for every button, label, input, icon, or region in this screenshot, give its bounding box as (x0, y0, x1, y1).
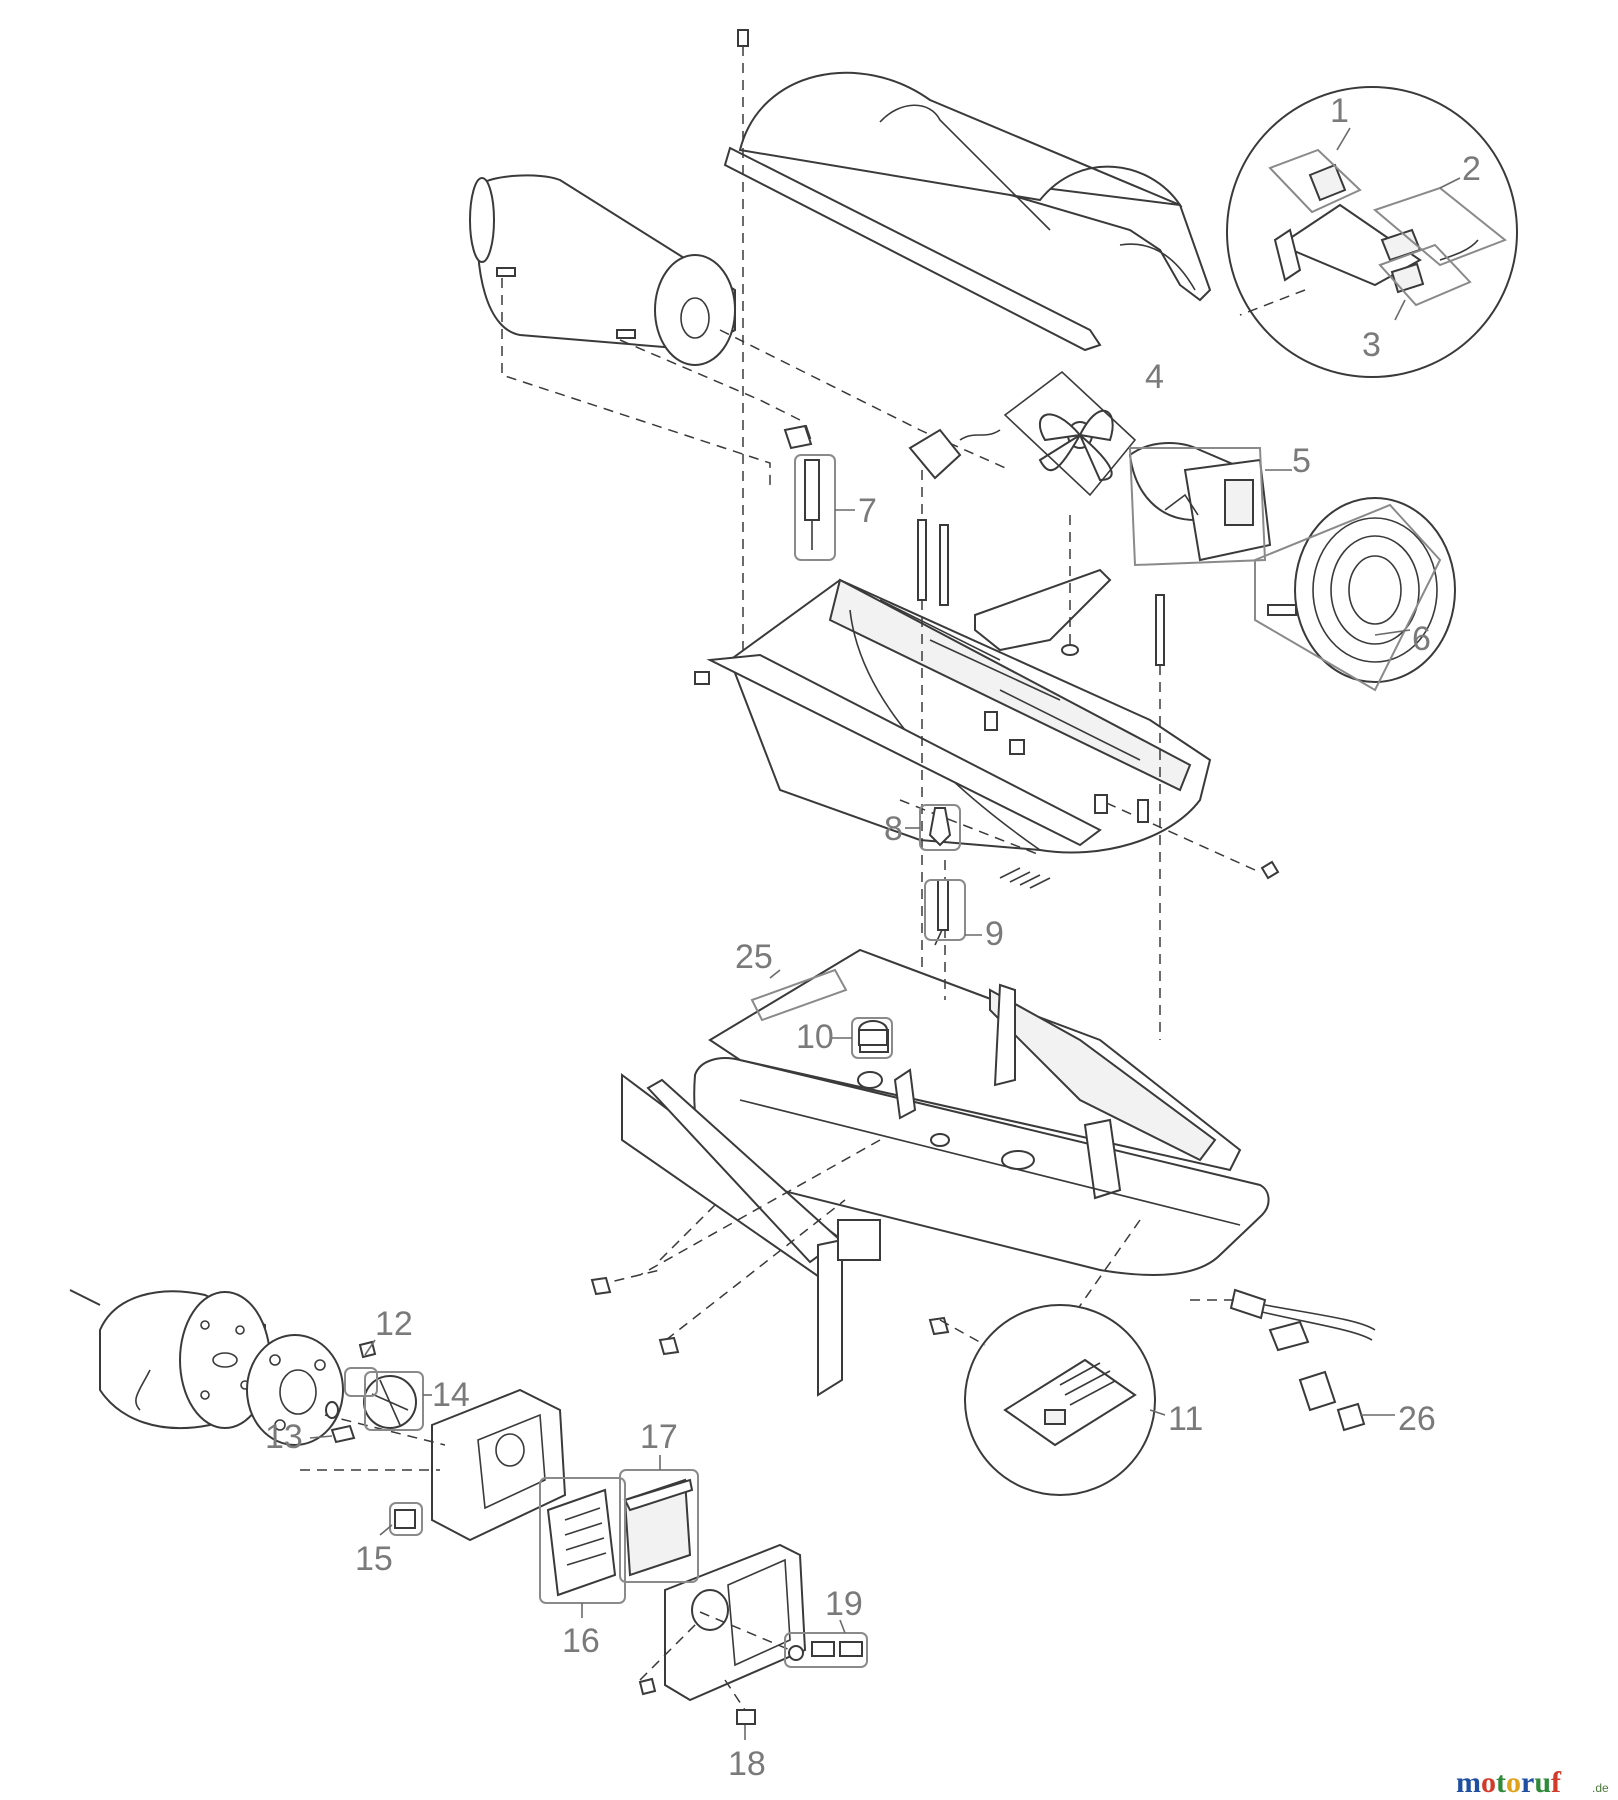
svg-text:11: 11 (1168, 1400, 1203, 1438)
callout-1: 1 (1268, 92, 1362, 214)
svg-text:3: 3 (1362, 326, 1381, 364)
callout-17: 17 (619, 1418, 699, 1583)
watermark-letter: f (1551, 1766, 1562, 1799)
svg-text:2: 2 (1462, 150, 1481, 188)
motor-bracket (974, 515, 1112, 656)
svg-text:7: 7 (858, 492, 877, 530)
motor-flange (246, 1334, 344, 1446)
svg-text:motoruf: motoruf (1456, 1766, 1562, 1799)
frame-nut-left (694, 671, 710, 685)
watermark-letter: m (1456, 1766, 1481, 1799)
callout-26: 26 (1360, 1400, 1436, 1438)
control-housing (300, 1388, 567, 1542)
svg-text:5: 5 (1292, 442, 1311, 480)
svg-text:4: 4 (1145, 358, 1164, 396)
svg-text:12: 12 (375, 1305, 413, 1343)
motoruf-watermark: motoruf .de (1456, 1766, 1609, 1799)
svg-text:10: 10 (796, 1018, 834, 1056)
filter-cap (858, 1020, 888, 1046)
svg-text:8: 8 (884, 810, 903, 848)
callout-3: 3 (1362, 243, 1472, 364)
svg-text:13: 13 (265, 1418, 303, 1456)
filter-pad (623, 1478, 694, 1577)
watermark-letter: o (1481, 1766, 1496, 1799)
small-fitting (325, 1401, 339, 1419)
callout-5: 5 (1128, 442, 1311, 567)
detail-inset-pcb (939, 1304, 1156, 1496)
callout-11: 11 (1149, 1400, 1203, 1438)
thermocouple (783, 424, 820, 550)
combustion-chamber (469, 174, 1011, 490)
end-plate-screw (638, 1677, 657, 1696)
callout-25: 25 (735, 938, 781, 979)
fuel-line (934, 879, 949, 946)
watermark-letter: t (1496, 1766, 1506, 1799)
base-nut (928, 1316, 950, 1336)
svg-text:6: 6 (1412, 620, 1431, 658)
callout-2: 2 (1373, 150, 1507, 267)
callout-10: 10 (796, 1017, 893, 1059)
callout-8: 8 (884, 804, 961, 851)
callout-12: 12 (344, 1305, 413, 1397)
svg-text:19: 19 (825, 1585, 863, 1623)
outer-shell-top (723, 71, 1212, 352)
watermark-letter: u (1534, 1766, 1551, 1799)
pump-rotor (363, 1375, 417, 1429)
motor-large (69, 1289, 271, 1429)
svg-text:26: 26 (1398, 1400, 1436, 1438)
warning-label (750, 968, 848, 1022)
callout-16: 16 (539, 1477, 626, 1660)
svg-text:18: 18 (728, 1745, 766, 1783)
spring-fitting (999, 867, 1051, 889)
callout-15: 15 (355, 1502, 423, 1578)
svg-text:25: 25 (735, 938, 773, 976)
watermark-letter: r (1521, 1766, 1534, 1799)
air-fitting-set (699, 1611, 863, 1661)
callout-7: 7 (794, 454, 877, 561)
watermark-letter: o (1506, 1766, 1521, 1799)
svg-text:9: 9 (985, 915, 1004, 953)
svg-text:17: 17 (640, 1418, 678, 1456)
nozzle (928, 807, 952, 847)
callout-19: 19 (784, 1585, 868, 1668)
fan-blade (1003, 370, 1137, 497)
frame-screw-line (1099, 799, 1256, 871)
callout-18: 18 (728, 1725, 766, 1783)
pressure-fitting (724, 1679, 756, 1725)
callout-14: 14 (364, 1371, 470, 1431)
svg-text:16: 16 (562, 1622, 600, 1660)
inner-frame (706, 578, 1212, 856)
pump-square-insert (394, 1509, 416, 1529)
callout-6: 6 (1254, 503, 1442, 692)
svg-text:14: 14 (432, 1376, 470, 1414)
switch-assembly (1268, 1320, 1366, 1432)
fuel-tank-base (693, 948, 1270, 1276)
callout-9: 9 (924, 879, 1004, 953)
fan-guard (1267, 497, 1456, 683)
fan-motor (1128, 442, 1272, 562)
svg-text:15: 15 (355, 1540, 393, 1578)
callout-13: 13 (265, 1418, 333, 1456)
svg-text:.de: .de (1592, 1781, 1609, 1795)
frame-fittings (984, 711, 1149, 823)
power-cord (1190, 1288, 1376, 1341)
filter-cover (546, 1488, 617, 1597)
screw-top (737, 29, 749, 670)
callout-4: 4 (1145, 358, 1164, 396)
pump-vane (330, 1424, 356, 1444)
side-panel (590, 1073, 881, 1397)
end-plate (639, 1543, 807, 1702)
svg-text:1: 1 (1330, 92, 1349, 130)
rods (917, 470, 1165, 1040)
frame-screw-right (1260, 860, 1280, 880)
